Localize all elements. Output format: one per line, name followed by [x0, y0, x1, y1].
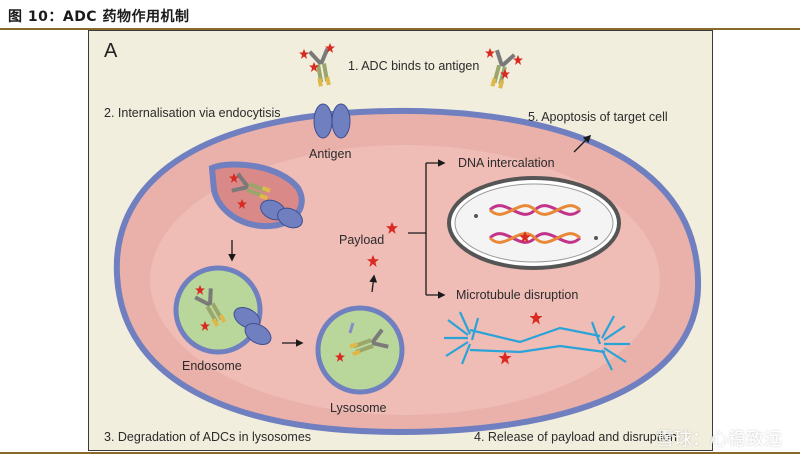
- figure-title: 图 10：ADC 药物作用机制: [8, 9, 190, 25]
- label-antigen: Antigen: [309, 147, 352, 161]
- label-microtubule: Microtubule disruption: [456, 288, 579, 302]
- watermark: 雪球：心稳致远: [656, 429, 782, 450]
- label-dna: DNA intercalation: [458, 156, 555, 170]
- panel-letter: A: [104, 40, 118, 62]
- top-rule: [0, 28, 800, 30]
- label-payload: Payload: [339, 233, 385, 247]
- label-step2: 2. Internalisation via endocytisis: [104, 106, 281, 120]
- microtubule-network: [444, 311, 630, 371]
- label-step1: 1. ADC binds to antigen: [348, 59, 480, 73]
- bottom-rule: [0, 452, 800, 454]
- label-endosome: Endosome: [182, 359, 242, 373]
- label-lysosome: Lysosome: [330, 401, 387, 415]
- label-step3: 3. Degradation of ADCs in lysosomes: [104, 430, 312, 444]
- label-step4: 4. Release of payload and disruption: [474, 430, 677, 444]
- label-step5: 5. Apoptosis of target cell: [528, 110, 668, 124]
